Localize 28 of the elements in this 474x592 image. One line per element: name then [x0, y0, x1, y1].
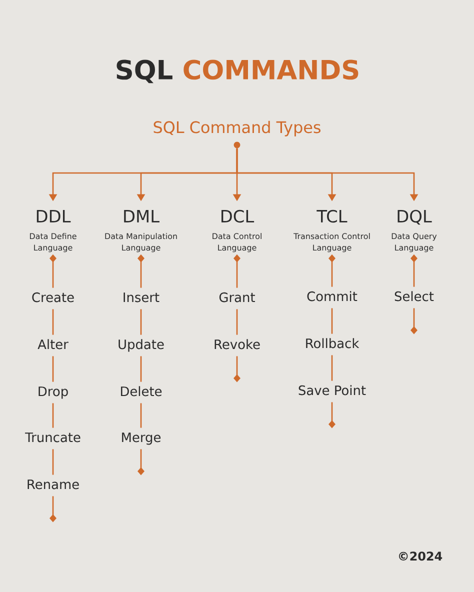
- copyright-text: ©2024: [399, 552, 442, 561]
- command-label: Drop: [38, 386, 68, 399]
- command-label: Select: [394, 291, 434, 302]
- command-label: Save Point: [298, 385, 366, 396]
- connector-line: [140, 403, 142, 428]
- heading-text: SQL Command Types: [154, 120, 320, 136]
- connector-line: [52, 309, 54, 335]
- connector-line: [331, 355, 333, 381]
- connector-line: [236, 309, 238, 335]
- command-label: Merge: [122, 432, 161, 445]
- connector-line: [52, 356, 54, 382]
- command-label: Commit: [307, 291, 358, 302]
- command-label: Rollback: [306, 338, 360, 348]
- connector-line: [331, 308, 333, 334]
- connector-line: [140, 309, 142, 335]
- command-label: Update: [118, 339, 164, 352]
- title: SQL COMMANDS: [116, 60, 358, 84]
- command-label: Insert: [124, 292, 160, 302]
- command-label: Create: [32, 292, 74, 302]
- command-label: Delete: [120, 386, 162, 396]
- connector-line: [140, 356, 142, 382]
- command-label: Alter: [38, 339, 68, 350]
- command-label: Rename: [28, 480, 79, 490]
- command-label: Truncate: [25, 432, 80, 442]
- connector-line: [52, 449, 54, 475]
- command-label: Grant: [219, 292, 255, 302]
- connector-line: [52, 403, 54, 428]
- command-label: Revoke: [214, 339, 260, 350]
